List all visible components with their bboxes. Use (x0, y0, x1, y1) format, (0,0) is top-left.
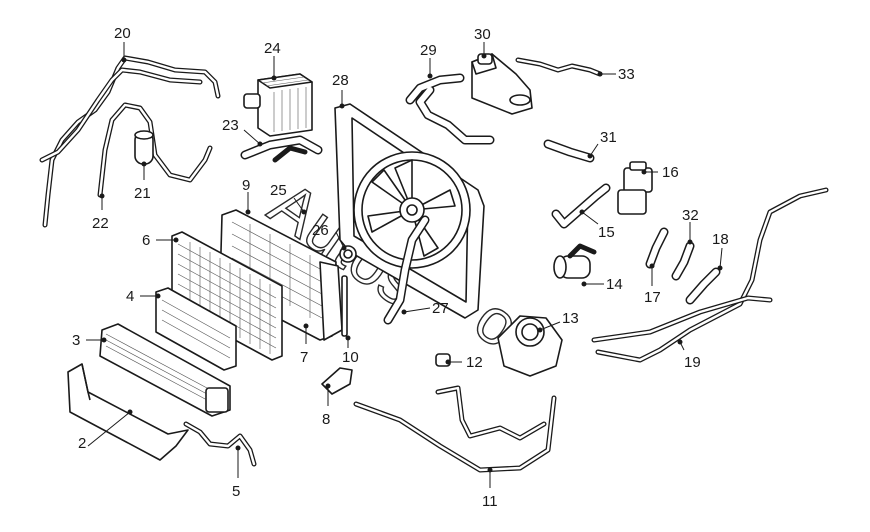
valve-16 (617, 161, 653, 215)
hose-17 (645, 227, 669, 269)
callout-22: 22 (92, 215, 109, 232)
air-guide-2 (67, 363, 189, 461)
evaporator-24 (243, 73, 313, 137)
callout-19: 19 (684, 354, 701, 371)
callout-layer: 2 3 4 5 6 7 8 9 10 11 12 13 14 (72, 25, 729, 510)
callout-12: 12 (466, 354, 483, 371)
strip-10 (341, 275, 348, 337)
callout-10: 10 (342, 349, 359, 366)
callout-7: 7 (300, 349, 308, 366)
callout-21: 21 (134, 185, 151, 202)
hose-23 (240, 135, 323, 163)
callout-24: 24 (264, 40, 281, 57)
callout-4: 4 (126, 288, 134, 305)
hose-27 (383, 215, 430, 325)
thermostat-housing-13 (497, 315, 563, 377)
expansion-tank-30 (471, 53, 533, 115)
hose-32 (671, 241, 695, 281)
callout-14: 14 (606, 276, 623, 293)
callout-6: 6 (142, 232, 150, 249)
callout-29: 29 (420, 42, 437, 59)
pipe-19 (591, 187, 829, 363)
hose-29 (405, 73, 495, 145)
callout-8: 8 (322, 411, 330, 428)
callout-5: 5 (232, 483, 240, 500)
callout-23: 23 (222, 117, 239, 134)
pipe-33 (515, 57, 603, 77)
pipe-5 (183, 421, 257, 467)
callout-33: 33 (618, 66, 635, 83)
callout-11: 11 (482, 493, 498, 510)
pipe-assembly-20 (39, 55, 221, 228)
callout-13: 13 (562, 310, 579, 327)
pipe-11 (353, 385, 557, 473)
bracket-8 (321, 367, 353, 395)
callout-9: 9 (242, 177, 250, 194)
hose-15 (551, 183, 611, 229)
callout-20: 20 (114, 25, 131, 42)
callout-32: 32 (682, 207, 699, 224)
callout-17: 17 (644, 289, 661, 306)
callout-25: 25 (270, 182, 287, 199)
callout-3: 3 (72, 332, 80, 349)
callout-18: 18 (712, 231, 729, 248)
hose-31 (543, 139, 595, 163)
pump-14 (553, 243, 597, 279)
callout-26: 26 (312, 222, 329, 239)
hose-18 (685, 267, 721, 305)
callout-16: 16 (662, 164, 679, 181)
oil-cooler-4 (155, 287, 237, 371)
callout-31: 31 (600, 129, 617, 146)
callout-30: 30 (474, 26, 491, 43)
callout-28: 28 (332, 72, 349, 89)
intercooler-3 (99, 323, 231, 417)
callout-2: 2 (78, 435, 86, 452)
pipe-assembly-21 (97, 102, 213, 198)
fan-shroud-28 (334, 103, 485, 319)
callout-27: 27 (432, 300, 449, 317)
callout-15: 15 (598, 224, 615, 241)
